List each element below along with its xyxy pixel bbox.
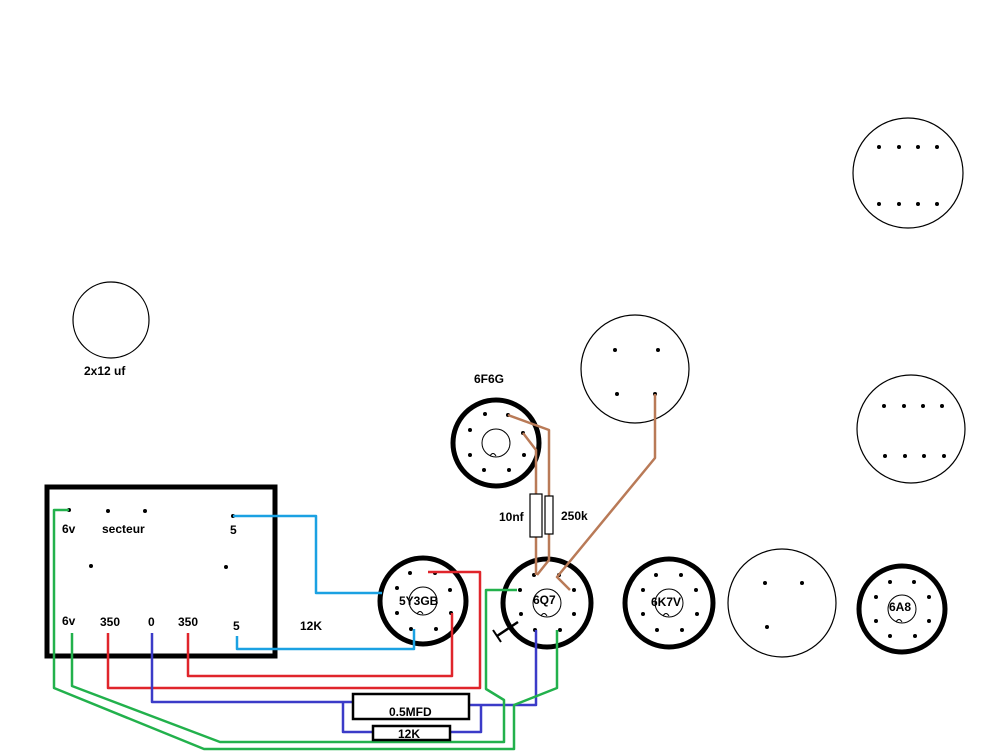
tube-6q7-ground-stub	[492, 620, 519, 643]
wire-blue-light-5-top	[233, 514, 382, 595]
label-12k-box: 12K	[398, 727, 420, 741]
label-05mfd: 0.5MFD	[389, 705, 432, 719]
wire-brown-b	[522, 432, 538, 494]
wire-red-350-right	[186, 613, 454, 678]
transformer-label-5-bottom: 5	[233, 619, 240, 633]
transformer-label-350-right: 350	[178, 615, 198, 629]
capacitor-05mfd	[351, 692, 471, 721]
label-12k-float: 12K	[300, 619, 322, 633]
label-250k: 250k	[561, 509, 588, 523]
transformer-box	[44, 484, 278, 659]
tube-6q7-key	[532, 588, 562, 618]
label-10nf: 10nf	[499, 510, 525, 524]
transformer-label-secteur: secteur	[102, 522, 145, 536]
resistor-12k-box	[371, 724, 452, 742]
socket-top-right-pins	[877, 145, 939, 206]
wire-brown-d	[536, 534, 551, 576]
tube-6k7v-pins	[641, 573, 699, 632]
wire-green-6v-bottom	[70, 588, 517, 744]
label-5y3gb: 5Y3GB	[399, 594, 439, 608]
tube-5y3gb-pins	[395, 571, 453, 631]
transformer-label-6v-top: 6v	[62, 522, 76, 536]
tube-5y3gb-key	[408, 586, 438, 616]
resistor-10nf	[529, 493, 543, 538]
capacitor-2x12uf	[72, 281, 150, 359]
wire-blue-dark-6q7	[470, 630, 538, 707]
tube-6f6g-key	[481, 428, 511, 458]
wire-blue-dark-0	[150, 633, 373, 734]
wire-blue-light-5-bottom	[235, 629, 416, 651]
label-2x12uf: 2x12 uf	[84, 364, 126, 378]
socket-top-right	[852, 117, 964, 229]
label-6f6g: 6F6G	[474, 372, 504, 386]
tube-6k7v-key	[654, 588, 684, 618]
tube-6f6g-pins	[468, 412, 526, 472]
label-6a8: 6A8	[889, 600, 911, 614]
wire-red-350-left	[106, 570, 482, 690]
resistor-250k	[544, 495, 554, 535]
wire-brown-a	[507, 413, 551, 496]
transformer-label-0: 0	[148, 615, 155, 629]
label-6k7v: 6K7V	[651, 595, 681, 609]
tube-6a8-pins	[874, 580, 931, 638]
wire-blue-dark-12k-right	[450, 705, 483, 734]
socket-4pin-lower	[727, 548, 837, 658]
transformer-label-6v-bottom: 6v	[62, 614, 76, 628]
label-6q7: 6Q7	[533, 593, 556, 607]
socket-mid-right-pins	[882, 404, 946, 458]
transformer-label-350-left: 350	[100, 615, 120, 629]
socket-4pin-lower-pins	[763, 581, 804, 629]
wire-brown-e	[555, 394, 657, 591]
tube-6a8-key	[887, 594, 917, 624]
transformer-label-5-top: 5	[230, 523, 237, 537]
socket-mid-right	[856, 374, 966, 484]
wire-green-6v-top	[52, 508, 559, 751]
socket-4pin-upper	[580, 314, 690, 424]
socket-4pin-upper-pins	[613, 348, 660, 396]
